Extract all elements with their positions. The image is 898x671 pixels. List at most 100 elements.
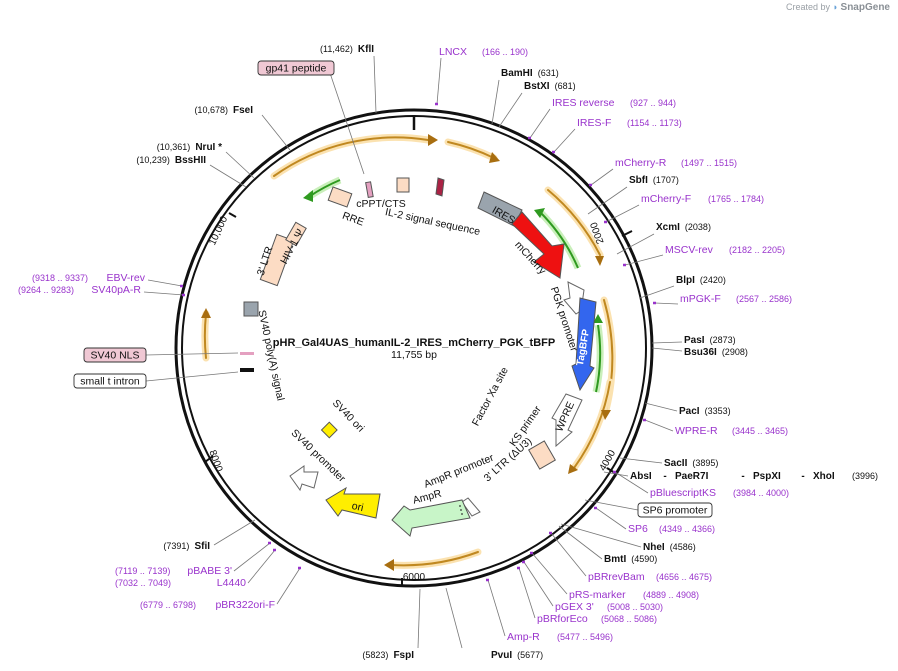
feature-label: AmpR promoter xyxy=(422,452,496,491)
site-position: (2420) xyxy=(700,275,726,285)
primer-leader-line xyxy=(553,128,576,153)
site-leader-line xyxy=(209,164,247,188)
multisite-name: PaeR7I xyxy=(675,471,709,482)
primer-name: mCherry-R xyxy=(615,157,667,169)
primer-name: Amp-R xyxy=(507,631,540,643)
primer-leader-line xyxy=(550,532,587,577)
primer-leader-line xyxy=(247,549,276,584)
primer-leader-line xyxy=(654,302,679,305)
primer-range: (1765 .. 1784) xyxy=(708,194,764,204)
primer-name: mPGK-F xyxy=(680,293,721,305)
multisite-separator: - xyxy=(801,471,804,482)
primer-name: pRS-marker xyxy=(569,589,626,601)
site-name: FspI xyxy=(393,650,414,661)
credit-brand: SnapGene xyxy=(840,2,890,13)
primer-range: (2182 .. 2205) xyxy=(729,245,785,255)
site-name: SfiI xyxy=(194,541,210,552)
primer-range: (4889 .. 4908) xyxy=(643,590,699,600)
primer-leader-line xyxy=(276,567,301,605)
callout-leader-line xyxy=(329,72,365,175)
multisite-separator: - xyxy=(663,471,666,482)
primer-leader-line xyxy=(605,204,640,223)
primer-range: (6779 .. 6798) xyxy=(140,600,196,610)
multisite-separator: - xyxy=(741,471,744,482)
primer-leader-line xyxy=(644,419,674,432)
primer-name: LNCX xyxy=(439,46,467,58)
site-label: BmtI (4590) xyxy=(604,554,657,565)
site-label: Bsu36I (2908) xyxy=(684,347,748,358)
site-name: SbfI xyxy=(629,175,648,186)
callout-label: gp41 peptide xyxy=(266,63,327,75)
site-label: XcmI (2038) xyxy=(656,222,711,233)
site-leader-line xyxy=(560,523,642,548)
site-leader-line xyxy=(558,525,603,560)
site-position: (10,678) xyxy=(194,105,228,115)
site-label: BlpI (2420) xyxy=(676,275,726,286)
site-leader-line xyxy=(417,588,421,649)
site-position: (5823) xyxy=(362,650,388,660)
callout-label: SP6 promoter xyxy=(643,505,708,517)
feature-label: ori xyxy=(351,500,365,514)
site-leader-line xyxy=(261,114,291,151)
site-leader-line xyxy=(616,233,655,255)
site-position: (3895) xyxy=(692,458,718,468)
callout-label: small t intron xyxy=(80,376,140,388)
primer-name: WPRE-R xyxy=(675,425,718,437)
primer-name: mCherry-F xyxy=(641,193,691,205)
site-position: (10,361) xyxy=(157,142,191,152)
site-position: (10,239) xyxy=(136,155,170,165)
primer-range: (5477 .. 5496) xyxy=(557,632,613,642)
primer-range: (3984 .. 4000) xyxy=(733,488,789,498)
site-label: PacI (3353) xyxy=(679,406,731,417)
site-name: BssHII xyxy=(175,155,206,166)
feature-label: IL-2 signal sequence xyxy=(384,206,481,238)
site-position: (11,462) xyxy=(320,44,353,54)
tick-label: 10,000 xyxy=(207,214,230,247)
site-name: BlpI xyxy=(676,275,695,286)
primer-leader-line xyxy=(531,552,568,595)
multisite-name: PspXI xyxy=(753,471,781,482)
primer-range: (4349 .. 4366) xyxy=(659,524,715,534)
site-label: NheI (4586) xyxy=(643,542,696,553)
multi-site-row: AbsI-PaeR7I-PspXI-XhoI(3996) xyxy=(630,471,878,482)
primer-name: SV40pA-R xyxy=(91,284,141,296)
primer-range: (9264 .. 9283) xyxy=(18,285,74,295)
primer-range: (166 .. 190) xyxy=(482,47,528,57)
primer-name: IRES-F xyxy=(577,117,611,129)
primer-leader-line xyxy=(487,579,506,637)
primer-leader-line xyxy=(147,279,183,287)
site-label: BstXI (681) xyxy=(524,81,576,92)
site-position: (5677) xyxy=(517,650,543,660)
callout-leader-line xyxy=(584,499,639,511)
multisite-leader-line xyxy=(603,471,629,477)
site-position: (681) xyxy=(555,81,576,91)
callout-box xyxy=(73,373,147,389)
multisite-position: (3996) xyxy=(852,471,878,481)
primer-labels: LNCX(166 .. 190)IRES reverse(927 .. 944)… xyxy=(18,46,792,643)
primer-range: (4656 .. 4675) xyxy=(656,572,712,582)
site-label: SbfI (1707) xyxy=(629,175,679,186)
primer-name: pGEX 3' xyxy=(555,601,594,613)
site-position: (2873) xyxy=(710,335,736,345)
site-label: (10,678) FseI xyxy=(194,105,253,116)
primer-leader-line xyxy=(590,168,614,186)
site-leader-line xyxy=(498,92,523,128)
primer-name: pBR322ori-F xyxy=(215,599,275,611)
primer-range: (927 .. 944) xyxy=(630,98,676,108)
primer-range: (3445 .. 3465) xyxy=(732,426,788,436)
multisite-name: AbsI xyxy=(630,471,652,482)
site-label: PvuI (5677) xyxy=(491,650,543,661)
site-name: KflI xyxy=(358,44,374,55)
primer-leader-line xyxy=(436,57,442,105)
site-label: SacII (3895) xyxy=(664,458,718,469)
green-tracks xyxy=(308,176,604,393)
site-label: PasI (2873) xyxy=(684,335,736,346)
primer-leader-line xyxy=(595,507,627,530)
outer-track-arrowheads xyxy=(201,134,611,571)
plasmid-size: 11,755 bp xyxy=(391,349,437,361)
site-leader-line xyxy=(373,55,377,114)
feature-label: SV40 poly(A) signal xyxy=(255,309,286,402)
